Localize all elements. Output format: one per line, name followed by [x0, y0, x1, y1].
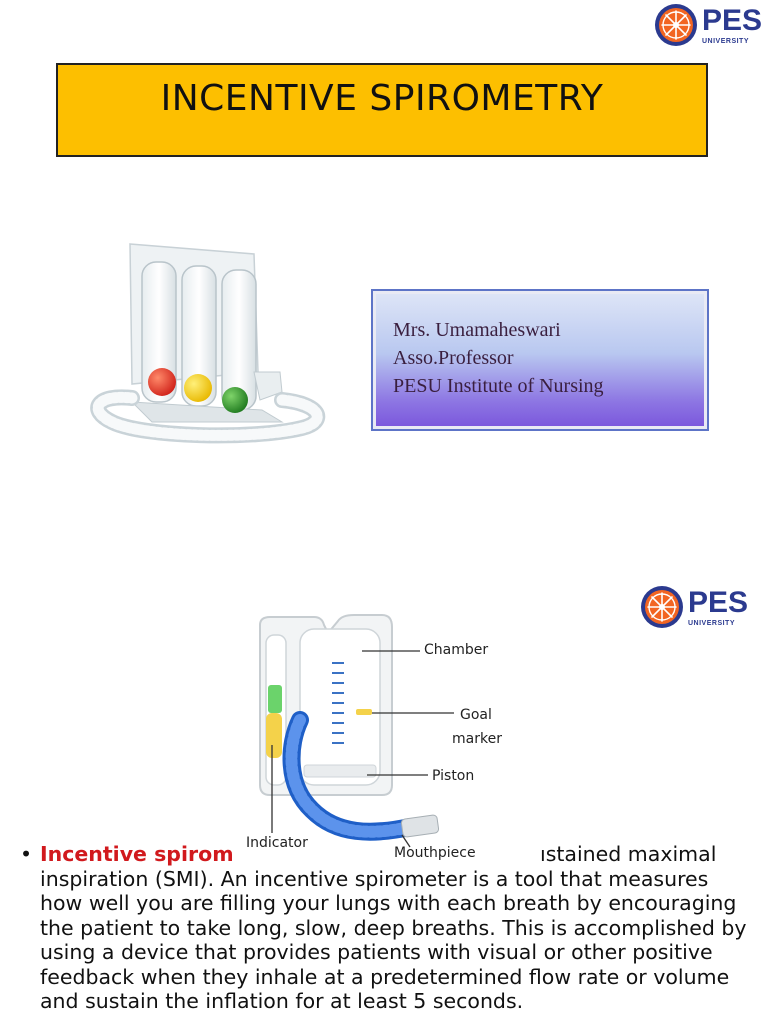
body-line-1: inspiration (SMI). An incentive spiromet…: [40, 866, 709, 891]
spirometer-diagram-drawing: [242, 585, 524, 870]
body-line-4: using a device that provides patients wi…: [40, 940, 713, 964]
line-fragment: ıstained maximal: [540, 842, 717, 866]
bullet-icon: •: [20, 842, 33, 866]
body-line-3: the patient to take long, slow, deep bre…: [40, 915, 747, 940]
logo-subtitle: UNIVERSITY: [688, 619, 736, 627]
spirometer-photo: [82, 222, 340, 482]
author-name: Mrs. Umamaheswari: [393, 319, 561, 341]
label-piston: Piston: [432, 768, 475, 784]
logo-subtitle: UNIVERSITY: [702, 37, 750, 45]
logo-name: PES: [702, 3, 763, 37]
label-goal-2: marker: [452, 731, 502, 747]
title-box: INCENTIVE SPIROMETRY: [56, 63, 708, 157]
spirometer-diagram: Chamber Goal marker Piston Indicator Mou…: [242, 585, 524, 870]
label-chamber: Chamber: [424, 642, 489, 658]
page-title: INCENTIVE SPIROMETRY: [160, 78, 604, 119]
author-institute: PESU Institute of Nursing: [393, 375, 604, 397]
pes-emblem-icon: [641, 586, 683, 628]
body-line-2: how well you are filling your lungs with…: [40, 891, 737, 915]
pes-university-logo: PES UNIVERSITY: [654, 3, 762, 47]
body-line-5: feedback when they inhale at a predeterm…: [40, 964, 730, 989]
logo-name: PES: [688, 585, 749, 619]
highlight-term: Incentive spirom: [40, 842, 234, 866]
author-designation: Asso.Professor: [393, 347, 514, 369]
label-indicator: Indicator: [246, 835, 308, 851]
label-mouthpiece: Mouthpiece: [394, 845, 476, 861]
author-box: Mrs. Umamaheswari Asso.Professor PESU In…: [371, 289, 709, 431]
pes-emblem-icon: [655, 4, 697, 46]
pes-university-logo-2: PES UNIVERSITY: [640, 585, 748, 629]
label-goal-1: Goal: [460, 707, 492, 723]
body-paragraph: • Incentive spirom ıstained maximal insp…: [20, 842, 750, 1014]
body-line-6: and sustain the inflation for at least 5…: [40, 989, 524, 1013]
